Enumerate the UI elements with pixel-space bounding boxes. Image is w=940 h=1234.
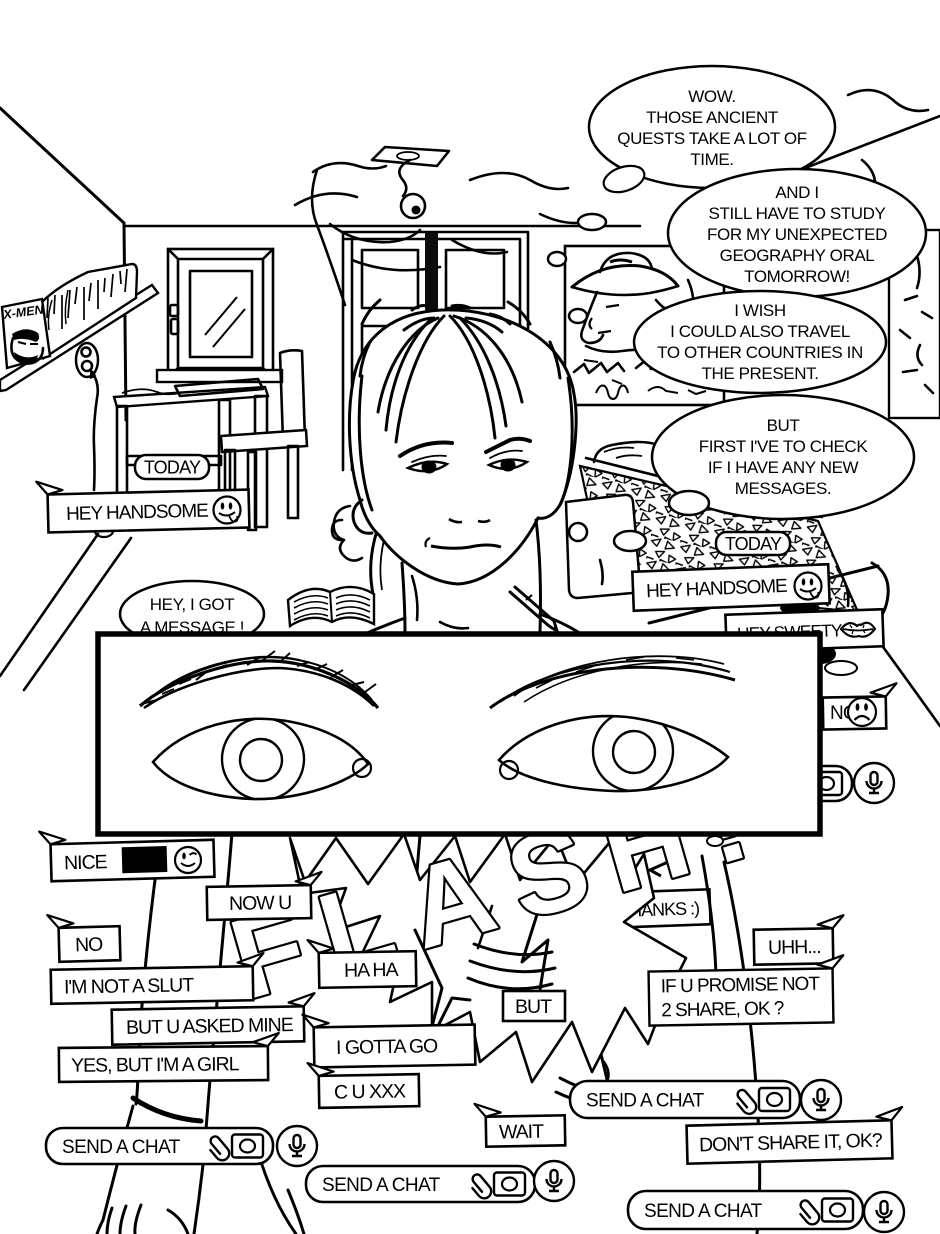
svg-text:IF I HAVE ANY NEW: IF I HAVE ANY NEW — [708, 458, 859, 477]
svg-text:FIRST I'VE TO CHECK: FIRST I'VE TO CHECK — [699, 437, 869, 456]
svg-text:BUT: BUT — [515, 996, 552, 1018]
svg-text:SEND A CHAT: SEND A CHAT — [644, 1201, 763, 1222]
svg-text:SEND A CHAT: SEND A CHAT — [62, 1137, 181, 1158]
svg-text:I GOTTA GO: I GOTTA GO — [336, 1035, 438, 1059]
svg-text:TODAY: TODAY — [144, 458, 201, 478]
svg-text:AND I: AND I — [775, 183, 818, 202]
svg-text:FOR MY UNEXPECTED: FOR MY UNEXPECTED — [707, 225, 887, 244]
svg-text:MESSAGES.: MESSAGES. — [735, 479, 832, 498]
svg-text:WOW.: WOW. — [688, 87, 736, 106]
svg-text:IF U PROMISE NOT: IF U PROMISE NOT — [661, 974, 821, 998]
svg-text:HA HA: HA HA — [344, 959, 399, 982]
svg-text:WAIT: WAIT — [499, 1121, 544, 1144]
svg-text:X-MEN: X-MEN — [1, 302, 45, 322]
svg-text:TIME.: TIME. — [690, 150, 733, 169]
svg-text:I WISH: I WISH — [734, 301, 785, 320]
svg-text:THOSE ANCIENT: THOSE ANCIENT — [646, 108, 778, 127]
svg-text:NOW U: NOW U — [229, 892, 292, 915]
svg-text:GEOGRAPHY ORAL: GEOGRAPHY ORAL — [720, 246, 875, 265]
svg-text:HEY HANDSOME: HEY HANDSOME — [66, 501, 209, 525]
svg-text:DON'T SHARE IT, OK?: DON'T SHARE IT, OK? — [699, 1130, 883, 1157]
svg-text:BUT: BUT — [767, 416, 800, 435]
svg-text:SEND A CHAT: SEND A CHAT — [322, 1175, 441, 1196]
svg-text:BUT U ASKED MINE: BUT U ASKED MINE — [126, 1014, 294, 1039]
svg-text:TOMORROW!: TOMORROW! — [744, 267, 850, 286]
svg-text:I'M NOT A SLUT: I'M NOT A SLUT — [64, 974, 195, 998]
svg-text:2 SHARE, OK ?: 2 SHARE, OK ? — [661, 998, 784, 1021]
svg-text:YES, BUT I'M A GIRL: YES, BUT I'M A GIRL — [71, 1053, 240, 1076]
svg-text:THE PRESENT.: THE PRESENT. — [701, 364, 818, 383]
svg-text:TODAY: TODAY — [725, 534, 782, 554]
svg-text:C U XXX: C U XXX — [334, 1080, 406, 1103]
svg-text:QUESTS TAKE A LOT OF: QUESTS TAKE A LOT OF — [617, 129, 806, 148]
svg-text:I COULD ALSO TRAVEL: I COULD ALSO TRAVEL — [670, 322, 850, 341]
svg-text:SEND A CHAT: SEND A CHAT — [586, 1091, 705, 1112]
svg-text:TO OTHER COUNTRIES IN: TO OTHER COUNTRIES IN — [657, 343, 863, 362]
svg-text:UHH...: UHH... — [768, 936, 821, 959]
svg-text:NO: NO — [75, 934, 104, 957]
svg-text:HEY, I GOT: HEY, I GOT — [150, 595, 235, 614]
svg-text:STILL HAVE TO STUDY: STILL HAVE TO STUDY — [709, 204, 886, 223]
svg-text:NICE: NICE — [64, 851, 108, 874]
